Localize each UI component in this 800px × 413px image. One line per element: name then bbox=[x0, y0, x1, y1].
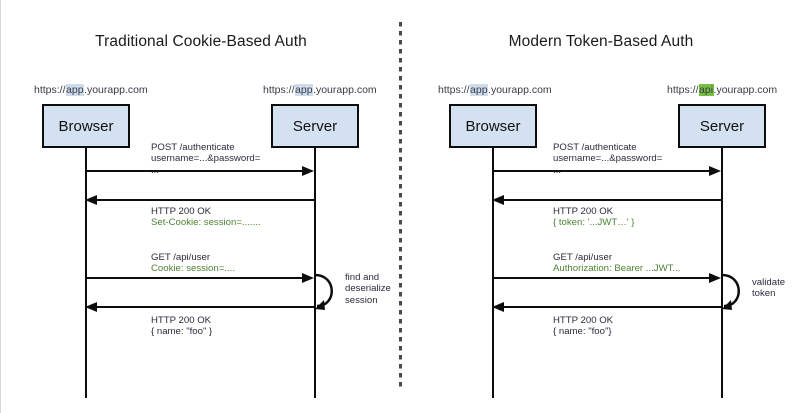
url-prefix: https:// bbox=[263, 84, 295, 96]
arrow-head-right-1 bbox=[302, 165, 314, 176]
panel-modern-token-auth: Modern Token-Based Auth https://app.your… bbox=[401, 0, 800, 413]
lifeline-browser bbox=[84, 148, 87, 398]
url-suffix: .yourapp.com bbox=[84, 84, 148, 96]
actor-box-browser[interactable]: Browser bbox=[449, 104, 537, 148]
selfloop-svg bbox=[314, 273, 333, 310]
message-arrow-4 bbox=[503, 306, 721, 308]
message-label-4: HTTP 200 OK { name: "foo" } bbox=[151, 315, 213, 338]
arrow-head-left-2 bbox=[85, 194, 97, 205]
arrow-head-right-1 bbox=[709, 165, 721, 176]
url-label-browser: https://app.yourapp.com bbox=[438, 84, 552, 96]
arrow-head-right-3 bbox=[302, 272, 314, 283]
arrow-head-right-3 bbox=[709, 272, 721, 283]
lifeline-browser bbox=[491, 148, 494, 398]
actor-box-server[interactable]: Server bbox=[678, 104, 766, 148]
message-arrow-3 bbox=[86, 277, 304, 279]
message-label-2: HTTP 200 OK Set-Cookie: session=....... bbox=[151, 206, 261, 229]
url-subdomain-highlight: api bbox=[698, 84, 714, 96]
selfloop-svg bbox=[721, 273, 740, 310]
url-label-server: https://api.yourapp.com bbox=[667, 84, 777, 96]
url-label-server: https://app.yourapp.com bbox=[263, 84, 377, 96]
url-subdomain-highlight: app bbox=[65, 84, 85, 96]
lifeline-server bbox=[720, 148, 723, 398]
message-label-3: GET /api/user Cookie: session=.... bbox=[151, 252, 235, 275]
url-prefix: https:// bbox=[34, 84, 66, 96]
message-arrow-4 bbox=[96, 306, 314, 308]
message-label-2: HTTP 200 OK { token: '...JWT…' } bbox=[553, 206, 635, 229]
url-prefix: https:// bbox=[438, 84, 470, 96]
message-arrow-1 bbox=[86, 170, 304, 172]
selfloop-arc-validate-token bbox=[720, 272, 756, 317]
url-label-browser: https://app.yourapp.com bbox=[34, 84, 148, 96]
actor-box-server[interactable]: Server bbox=[271, 104, 359, 148]
url-suffix: .yourapp.com bbox=[713, 84, 778, 96]
panel-traditional-cookie-auth: Traditional Cookie-Based Auth https://ap… bbox=[1, 0, 401, 413]
message-arrow-3 bbox=[493, 277, 711, 279]
actor-label: Browser bbox=[465, 117, 521, 135]
selfloop-label: validate token bbox=[752, 277, 786, 300]
panel-divider bbox=[399, 22, 402, 390]
url-subdomain-highlight: app bbox=[469, 84, 489, 96]
arrow-head-left-4 bbox=[85, 301, 97, 312]
message-label-3: GET /api/user Authorization: Bearer ...J… bbox=[553, 252, 681, 275]
arrow-head-left-4 bbox=[492, 301, 504, 312]
message-arrow-2 bbox=[503, 199, 721, 201]
actor-label: Server bbox=[699, 117, 745, 135]
actor-box-browser[interactable]: Browser bbox=[42, 104, 130, 148]
actor-label: Browser bbox=[58, 117, 114, 135]
url-subdomain-highlight: app bbox=[294, 84, 314, 96]
arrow-head-left-2 bbox=[492, 194, 504, 205]
panel-title: Modern Token-Based Auth bbox=[508, 33, 694, 50]
lifeline-server bbox=[313, 148, 316, 398]
selfloop-arc-find-deserialize-session bbox=[313, 272, 349, 317]
url-prefix: https:// bbox=[667, 84, 699, 96]
actor-label: Server bbox=[292, 117, 338, 135]
message-arrow-2 bbox=[96, 199, 314, 201]
panel-title: Traditional Cookie-Based Auth bbox=[95, 33, 307, 50]
url-suffix: .yourapp.com bbox=[488, 84, 552, 96]
message-arrow-1 bbox=[493, 170, 711, 172]
url-suffix: .yourapp.com bbox=[313, 84, 377, 96]
message-label-4: HTTP 200 OK { name: "foo"} bbox=[553, 315, 614, 338]
selfloop-label: find and deserialize session bbox=[345, 272, 391, 306]
